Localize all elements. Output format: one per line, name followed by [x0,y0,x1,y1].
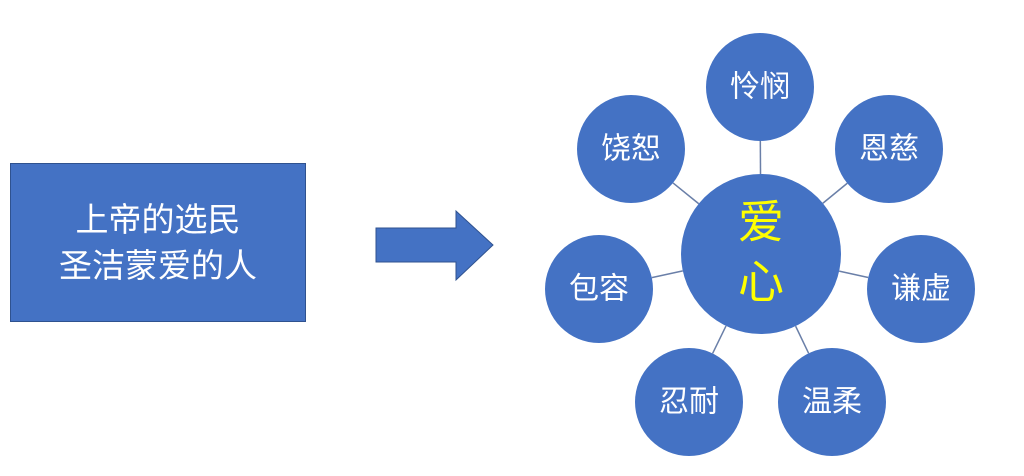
connector-line [672,182,700,205]
center-label-char2: 心 [738,255,784,309]
satellite-label: 恩慈 [859,132,919,167]
satellite-circle [577,95,685,203]
elect-box-line1: 上帝的选民 [75,199,241,239]
satellite-label: 忍耐 [659,385,719,420]
satellite-circle [635,348,743,456]
satellite-label: 包容 [569,272,629,307]
satellite-circle [867,235,975,343]
connector-line [711,325,727,354]
connector-line [651,270,683,279]
connector-line [838,270,869,279]
satellite-circle [545,235,653,343]
elect-box: 上帝的选民 圣洁蒙爱的人 [10,163,306,322]
connector-line [822,182,848,204]
satellite-circle [778,348,886,456]
satellite-label: 温柔 [802,385,862,420]
satellite-label: 饶恕 [601,132,661,167]
satellite-label: 怜悯 [730,70,790,105]
satellite-circle [706,33,814,141]
connector-line [794,325,810,354]
satellite-circle [835,95,943,203]
elect-box-line2: 圣洁蒙爱的人 [59,245,257,285]
right-arrow-icon [375,209,494,282]
center-circle [681,174,841,334]
center-label-char1: 爱 [738,195,784,249]
satellite-label: 谦虚 [891,272,951,307]
